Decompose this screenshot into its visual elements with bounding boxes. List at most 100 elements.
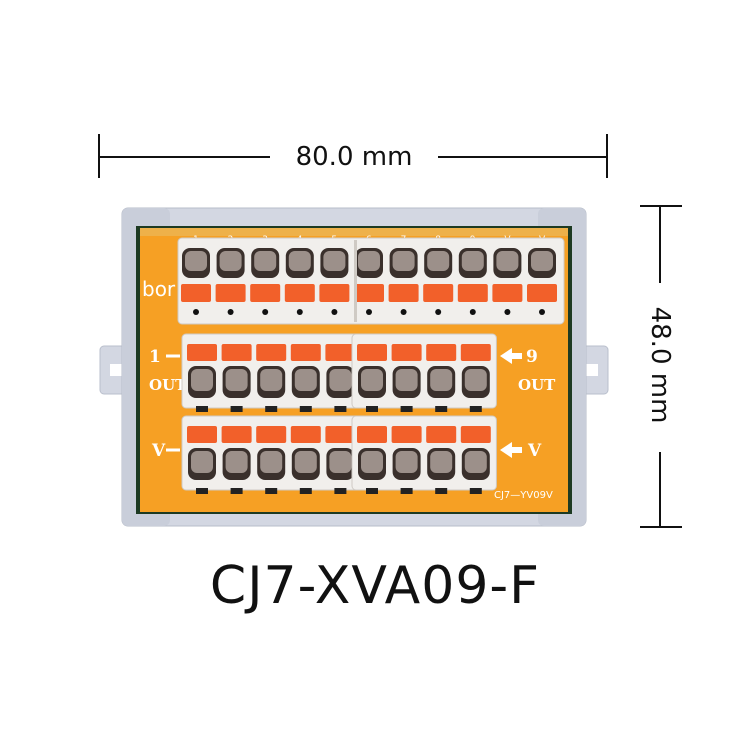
bottom-terminal-hole-inner (260, 451, 283, 473)
left-row-1-sub: OUT (149, 376, 187, 394)
bottom-terminal-lever (357, 426, 387, 443)
right-row-1-number: 9 (526, 347, 538, 367)
middle-terminal-lever (325, 344, 356, 361)
top-terminal-dot (262, 309, 269, 315)
bottom-terminal-lever (460, 426, 491, 443)
top-terminal-hole-inner (531, 251, 553, 271)
left-row-1-number: 1 (149, 347, 161, 367)
top-terminal-hole-inner (288, 251, 311, 271)
middle-terminal-foot (435, 406, 448, 412)
height-dimension-line-top (659, 205, 661, 283)
model-label: CJ7-XVA09-F (209, 556, 541, 616)
bottom-terminal-hole-inner (395, 451, 418, 473)
bottom-terminal-foot (400, 488, 413, 494)
width-dimension-line-left (98, 156, 270, 158)
top-terminal-hole-inner (496, 251, 519, 271)
top-terminal-dot (366, 309, 372, 315)
bottom-terminal-hole-inner (430, 451, 453, 473)
top-terminal-lever (423, 284, 454, 302)
top-terminal-dot (227, 309, 234, 315)
middle-terminal-foot (196, 406, 208, 412)
top-terminal-lever (215, 284, 246, 302)
middle-terminal-hole-inner (464, 369, 487, 391)
top-terminal-dot (435, 309, 442, 315)
height-dimension-tick-bottom (640, 526, 682, 528)
top-terminal-hole-inner (185, 251, 207, 271)
middle-terminal-hole-inner (430, 369, 453, 391)
bottom-terminal-lever (221, 426, 252, 443)
middle-terminal-foot (334, 406, 347, 412)
top-terminal-hole-inner (427, 251, 450, 271)
bottom-terminal-hole-inner (294, 451, 317, 473)
top-terminal-lever (354, 284, 384, 302)
right-row-2-number: V (527, 441, 542, 461)
top-terminal-lever (388, 284, 419, 302)
bottom-terminal-lever (325, 426, 356, 443)
bottom-terminal-lever (426, 426, 457, 443)
top-terminal-hole-inner (392, 251, 415, 271)
top-terminal-dot (296, 309, 303, 315)
height-dimension-tick-top (640, 205, 682, 207)
middle-terminal-lever (426, 344, 457, 361)
bottom-terminal-foot (334, 488, 347, 494)
middle-terminal-lever (357, 344, 387, 361)
width-dimension-label: 80.0 mm (295, 142, 413, 172)
top-terminal-dot (504, 309, 511, 315)
bottom-terminal-hole-inner (191, 451, 213, 473)
middle-terminal-hole-inner (191, 369, 213, 391)
top-terminal-lever (457, 284, 488, 302)
middle-terminal-foot (469, 406, 482, 412)
middle-terminal-hole-inner (260, 369, 283, 391)
middle-terminal-foot (400, 406, 413, 412)
middle-terminal-lever (290, 344, 321, 361)
bottom-terminal-hole-inner (464, 451, 487, 473)
right-row-1-sub: OUT (518, 376, 556, 394)
top-terminal-dot (539, 309, 545, 315)
middle-terminal-foot (265, 406, 278, 412)
middle-terminal-lever (221, 344, 252, 361)
top-terminal-lever (250, 284, 281, 302)
top-terminal-lever (492, 284, 523, 302)
top-block-divider (354, 240, 357, 322)
top-terminal-hole-inner (254, 251, 277, 271)
top-terminal-hole-inner (461, 251, 484, 271)
bottom-terminal-foot (265, 488, 278, 494)
middle-terminal-lever (460, 344, 491, 361)
top-terminal-lever (319, 284, 350, 302)
bottom-terminal-lever (290, 426, 321, 443)
top-terminal-dot (193, 309, 199, 315)
left-row-2-number: V (151, 441, 166, 461)
middle-terminal-lever (256, 344, 287, 361)
middle-terminal-lever (187, 344, 217, 361)
middle-terminal-foot (299, 406, 312, 412)
middle-terminal-hole-inner (329, 369, 352, 391)
top-terminal-dot (400, 309, 407, 315)
top-terminal-dot (331, 309, 338, 315)
middle-terminal-hole-inner (294, 369, 317, 391)
bottom-terminal-foot (366, 488, 378, 494)
bottom-terminal-hole-inner (225, 451, 248, 473)
pcb-model-print: CJ7—YV09V (494, 490, 553, 501)
arrow-left-icon (500, 348, 522, 364)
width-dimension-tick-right (606, 134, 608, 178)
middle-terminal-foot (230, 406, 243, 412)
bottom-terminal-hole-inner (361, 451, 383, 473)
arrow-left-icon (500, 442, 522, 458)
middle-terminal-hole-inner (225, 369, 248, 391)
middle-terminal-lever (391, 344, 422, 361)
middle-terminal-body (351, 333, 497, 409)
terminal-blocks (177, 237, 565, 494)
bottom-terminal-hole-inner (329, 451, 352, 473)
top-terminal-lever (181, 284, 211, 302)
middle-terminal-hole-inner (395, 369, 418, 391)
bottom-terminal-foot (196, 488, 208, 494)
bottom-terminal-lever (391, 426, 422, 443)
middle-terminal-foot (366, 406, 378, 412)
top-terminal-lever (284, 284, 315, 302)
pcb-brand-text: bor (142, 277, 176, 301)
width-dimension-line-right (438, 156, 608, 158)
bottom-terminal-lever (187, 426, 217, 443)
top-terminal-dot (469, 309, 476, 315)
